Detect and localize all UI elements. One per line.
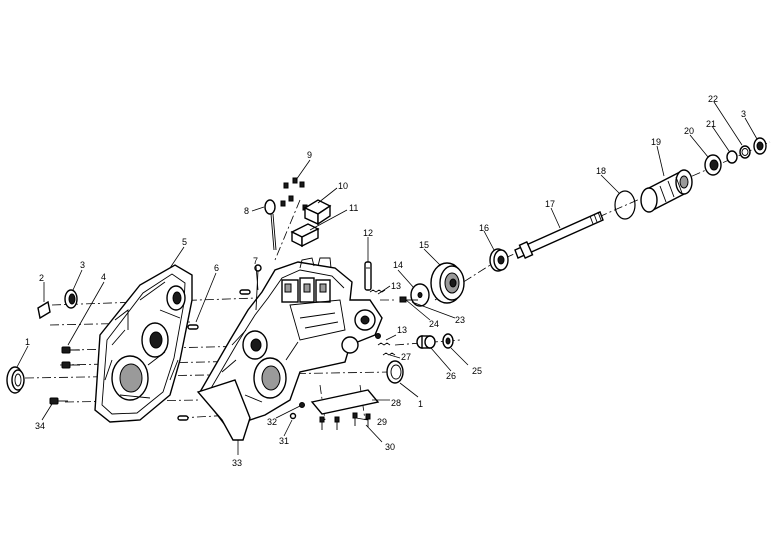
callout-5: 5 bbox=[182, 237, 187, 247]
callout-1: 1 bbox=[418, 399, 423, 409]
callout-12: 12 bbox=[363, 228, 373, 238]
callout-29: 29 bbox=[377, 417, 387, 427]
callout-15: 15 bbox=[419, 240, 429, 250]
callout-22: 22 bbox=[708, 94, 718, 104]
main-shaft bbox=[514, 211, 604, 259]
clutch-gear-assembly bbox=[640, 169, 693, 213]
callout-27: 27 bbox=[401, 352, 411, 362]
dipstick bbox=[264, 199, 277, 251]
bushing bbox=[416, 335, 436, 349]
drive-gear bbox=[430, 262, 465, 304]
callout-32: 32 bbox=[267, 417, 277, 427]
callout-8: 8 bbox=[244, 206, 249, 216]
callout-33: 33 bbox=[232, 458, 242, 468]
callout-1: 1 bbox=[25, 337, 30, 347]
callout-9: 9 bbox=[307, 150, 312, 160]
bearing-right bbox=[753, 137, 767, 155]
gasket-plate bbox=[37, 300, 51, 320]
seal-left bbox=[6, 366, 25, 394]
shim-washer bbox=[726, 150, 738, 164]
callout-28: 28 bbox=[391, 398, 401, 408]
callout-23: 23 bbox=[455, 315, 465, 325]
callout-31: 31 bbox=[279, 436, 289, 446]
leader-lines bbox=[16, 101, 758, 455]
callout-6: 6 bbox=[214, 263, 219, 273]
case-lower-housing bbox=[196, 379, 251, 441]
pin-spring bbox=[382, 352, 396, 356]
bottom-screws bbox=[289, 402, 371, 430]
bottom-cover-plate bbox=[310, 389, 380, 415]
callout-34: 34 bbox=[35, 421, 45, 431]
callout-25: 25 bbox=[472, 366, 482, 376]
thrust-washer bbox=[410, 283, 430, 307]
callout-21: 21 bbox=[706, 119, 716, 129]
callout-16: 16 bbox=[479, 223, 489, 233]
retaining-ring bbox=[739, 145, 751, 159]
callout-11: 11 bbox=[349, 203, 358, 213]
switch-housing bbox=[303, 199, 332, 226]
bolts-left bbox=[49, 346, 80, 405]
callout-18: 18 bbox=[596, 166, 606, 176]
callout-13: 13 bbox=[391, 281, 401, 291]
dowel-pins bbox=[177, 289, 251, 421]
guide-pin bbox=[364, 261, 372, 291]
callout-7: 7 bbox=[253, 256, 258, 266]
bearing-left bbox=[64, 289, 78, 309]
callout-17: 17 bbox=[545, 199, 555, 209]
callout-19: 19 bbox=[651, 137, 661, 147]
callout-26: 26 bbox=[446, 371, 456, 381]
callout-24: 24 bbox=[429, 319, 439, 329]
callout-3: 3 bbox=[741, 109, 746, 119]
outer-case-cover bbox=[94, 264, 193, 423]
cover-screws bbox=[280, 177, 308, 211]
callout-30: 30 bbox=[385, 442, 395, 452]
callout-13: 13 bbox=[397, 325, 407, 335]
callout-10: 10 bbox=[338, 181, 348, 191]
callout-3: 3 bbox=[80, 260, 85, 270]
callout-4: 4 bbox=[101, 272, 106, 282]
callout-labels: 1 1 2 3 3 4 5 6 7 8 9 10 11 12 13 13 14 … bbox=[25, 94, 746, 468]
snap-ring bbox=[614, 190, 636, 220]
solenoid-block bbox=[290, 223, 320, 248]
seal-right bbox=[386, 360, 404, 384]
callout-14: 14 bbox=[393, 260, 403, 270]
input-gear bbox=[489, 248, 509, 272]
main-gear-case bbox=[199, 257, 383, 433]
callout-2: 2 bbox=[39, 273, 44, 283]
detent-springs bbox=[369, 289, 391, 346]
oil-seal bbox=[442, 333, 454, 349]
shift-fork-bolt bbox=[399, 296, 418, 303]
shaft-bearing bbox=[704, 154, 722, 176]
callout-20: 20 bbox=[684, 126, 694, 136]
